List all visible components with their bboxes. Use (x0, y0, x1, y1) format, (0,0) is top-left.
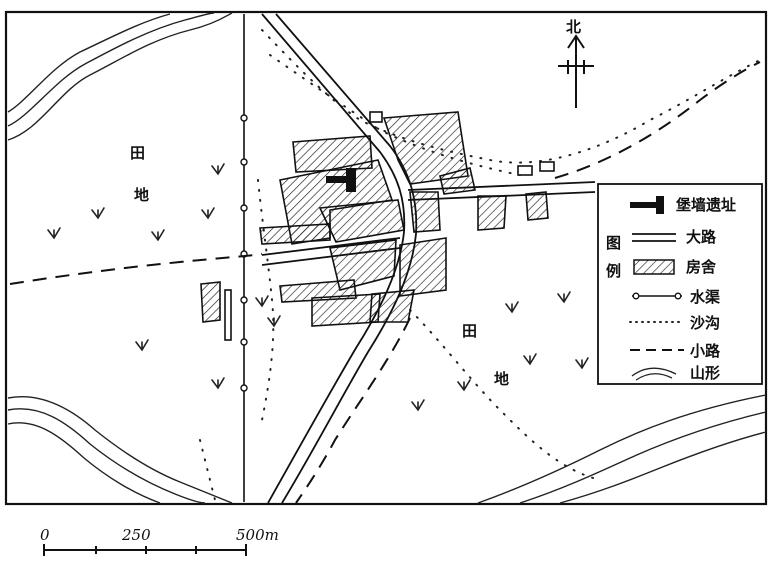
house-hatch-symbol (633, 259, 675, 275)
north-arrow (558, 34, 594, 108)
legend-box (597, 183, 763, 385)
field-label-west-2: 地 (134, 186, 149, 204)
main-road-symbol (632, 233, 676, 242)
field-label-east-2: 地 (494, 370, 509, 388)
mountain-symbol (631, 367, 677, 381)
legend-label-wall-ruins: 堡墙遗址 (676, 196, 736, 214)
legend-label-canal: 水渠 (690, 288, 720, 306)
paths (9, 61, 761, 504)
scale-bar (43, 544, 247, 556)
field-symbols (47, 163, 589, 412)
legend-label-path: 小路 (690, 342, 721, 360)
houses (200, 111, 549, 327)
field-label-west-1: 田 (130, 144, 145, 162)
legend: 图 例 堡墙遗址 大路 房舍 水渠 沙沟 小路 (597, 183, 763, 385)
legend-title-1: 图 (606, 234, 621, 252)
scale-label-250: 250 (121, 526, 151, 544)
legend-label-mountain: 山形 (690, 364, 720, 382)
north-label: 北 (566, 18, 581, 36)
legend-label-main-road: 大路 (686, 228, 717, 246)
wall-ruins (326, 168, 356, 192)
legend-label-house: 房舍 (686, 258, 717, 276)
canal (240, 14, 248, 502)
legend-label-sand-gully: 沙沟 (690, 314, 720, 332)
scale-label-0: 0 (40, 526, 50, 544)
canal-symbol (632, 292, 682, 300)
wall-ruins-symbol (630, 196, 664, 214)
sand-gullies (199, 29, 761, 501)
field-label-east-1: 田 (462, 322, 477, 340)
legend-title-2: 例 (606, 262, 621, 280)
mountain-contours (7, 12, 767, 504)
small-houses (224, 111, 555, 341)
scale-label-500: 500m (236, 526, 279, 544)
